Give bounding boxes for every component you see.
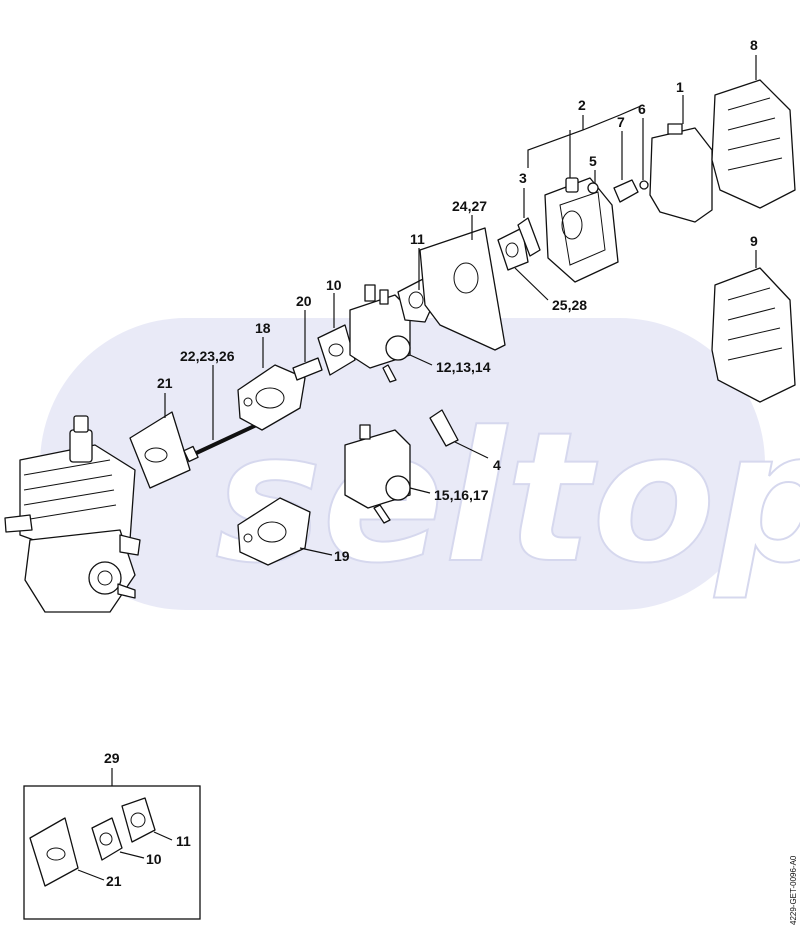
callout-8: 8 xyxy=(750,37,758,53)
part-9-cover xyxy=(711,267,796,403)
engine-block xyxy=(4,415,141,613)
kit-gasket-21 xyxy=(29,817,79,887)
kit-gasket-10 xyxy=(91,817,123,861)
callout-29: 29 xyxy=(104,750,120,766)
part-2-housing xyxy=(544,177,619,283)
part-19-flange xyxy=(237,497,311,566)
callout-4: 4 xyxy=(493,457,501,473)
callout-11: 11 xyxy=(410,231,425,247)
callout-2: 2 xyxy=(578,97,586,113)
callout-3: 3 xyxy=(519,170,527,186)
callout-20: 20 xyxy=(296,293,312,309)
callout-12-13-14: 12,13,14 xyxy=(436,359,491,375)
kit-callout-21: 21 xyxy=(106,873,122,889)
watermark-text: seltop xyxy=(215,394,800,603)
part-3-lever xyxy=(517,217,541,257)
callout-6: 6 xyxy=(638,101,646,117)
callout-19: 19 xyxy=(334,548,350,564)
callout-18: 18 xyxy=(255,320,271,336)
callout-22-23-26: 22,23,26 xyxy=(180,348,235,364)
part-12-carburetor xyxy=(349,284,411,383)
callout-5: 5 xyxy=(589,153,597,169)
document-id: 4229-GET-0096-A0 xyxy=(789,855,798,925)
callout-1: 1 xyxy=(676,79,684,95)
callout-24-27: 24,27 xyxy=(452,198,487,214)
part-8-cover xyxy=(711,79,796,209)
part-4-lever xyxy=(429,409,459,447)
part-1-filter xyxy=(649,127,713,223)
part-21-gasket xyxy=(129,411,191,489)
callouts: 1 2 3 4 5 6 7 8 9 10 11 12,13,14 15,16,1… xyxy=(157,37,758,564)
kit-callout-10: 10 xyxy=(146,851,162,867)
callout-9: 9 xyxy=(750,233,758,249)
callout-15-16-17: 15,16,17 xyxy=(434,487,489,503)
kit-gasket-11 xyxy=(121,797,156,843)
callout-21: 21 xyxy=(157,375,173,391)
part-7-choke xyxy=(613,179,639,203)
part-18-flange xyxy=(237,364,306,431)
kit-callout-11: 11 xyxy=(176,833,191,849)
part-5-nut xyxy=(587,182,599,194)
part-24-baseplate xyxy=(419,227,506,351)
part-15-carburetor xyxy=(344,424,411,524)
kit-29: 29 11 10 21 xyxy=(23,750,201,920)
callout-10: 10 xyxy=(326,277,342,293)
callout-25-28: 25,28 xyxy=(552,297,587,313)
watermark: seltop xyxy=(40,318,800,610)
part-20-spacer xyxy=(292,357,323,381)
leader-lines xyxy=(164,55,757,556)
callout-7: 7 xyxy=(617,114,625,130)
part-25-gasket xyxy=(497,227,529,271)
part-6-washer xyxy=(639,180,649,190)
part-10-gasket xyxy=(317,324,356,376)
